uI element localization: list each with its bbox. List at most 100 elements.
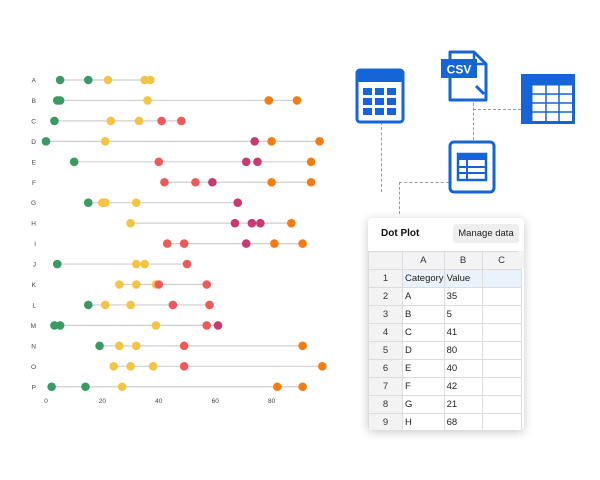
row-header[interactable]: 3: [368, 305, 403, 324]
scrollbar[interactable]: [518, 251, 524, 269]
data-point: [241, 239, 251, 248]
row-header[interactable]: 7: [368, 377, 403, 396]
category-label: D: [31, 139, 36, 146]
x-tick-label: 60: [212, 398, 220, 405]
data-point: [230, 218, 240, 228]
category-label: G: [31, 200, 36, 207]
data-point: [143, 96, 152, 105]
row-header[interactable]: 1: [368, 269, 403, 288]
grid-cell[interactable]: G: [402, 395, 445, 414]
row-header[interactable]: 5: [368, 341, 403, 360]
grid-cell[interactable]: 42: [443, 377, 483, 396]
grid-cell[interactable]: 21: [443, 395, 483, 414]
category-label: C: [31, 118, 36, 125]
grid-cell[interactable]: [481, 287, 522, 306]
grid-cell[interactable]: C: [402, 323, 445, 342]
grid-cell[interactable]: H: [402, 413, 445, 430]
grid-cell[interactable]: F: [402, 377, 445, 396]
data-point: [179, 341, 189, 351]
connector-line: [473, 98, 474, 140]
data-point: [315, 137, 324, 146]
grid-cell[interactable]: [481, 413, 522, 430]
grid-cell[interactable]: [481, 341, 522, 360]
connector-line: [381, 122, 382, 192]
category-label: I: [34, 241, 36, 248]
data-point: [146, 75, 155, 85]
table-grid-icon: [521, 74, 575, 124]
data-point: [208, 177, 217, 187]
grid-cell[interactable]: Category: [402, 269, 445, 288]
grid-cell[interactable]: 5: [443, 305, 483, 324]
connector-line: [473, 109, 521, 110]
column-header-row: A B C: [368, 251, 522, 270]
table-row: 5 D 80: [368, 341, 522, 360]
data-point: [253, 157, 262, 167]
data-point: [131, 280, 141, 289]
csv-label: CSV: [447, 63, 472, 77]
grid-cell[interactable]: [481, 377, 522, 396]
grid-cell[interactable]: Value: [443, 269, 483, 288]
data-point: [202, 321, 212, 330]
grid-cell[interactable]: 35: [443, 287, 483, 306]
row-header[interactable]: 6: [368, 359, 403, 378]
column-header[interactable]: C: [481, 251, 522, 270]
data-point: [179, 362, 189, 371]
document-icon: [448, 140, 496, 194]
column-header[interactable]: A: [402, 251, 445, 270]
grid-cell[interactable]: [481, 359, 522, 378]
data-point: [202, 280, 212, 289]
grid-cell[interactable]: 80: [443, 341, 483, 360]
grid-cell[interactable]: [481, 395, 522, 414]
data-point: [160, 177, 169, 187]
data-point: [69, 157, 79, 167]
data-point: [84, 300, 93, 310]
grid-cell[interactable]: E: [402, 359, 445, 378]
category-label: O: [31, 364, 36, 371]
grid-cell[interactable]: [481, 305, 522, 324]
data-point: [117, 382, 127, 392]
data-point: [182, 259, 192, 269]
data-point: [191, 177, 200, 187]
data-point: [115, 280, 124, 289]
data-point: [55, 321, 65, 330]
data-point: [306, 177, 316, 187]
column-header[interactable]: B: [443, 251, 483, 270]
row-header[interactable]: 4: [368, 323, 403, 342]
table-row: 7 F 42: [368, 377, 522, 396]
corner-cell[interactable]: [368, 251, 403, 270]
row-header[interactable]: 8: [368, 395, 403, 414]
category-label: F: [32, 180, 36, 187]
data-point: [318, 362, 327, 371]
data-point: [298, 341, 307, 351]
data-point: [264, 96, 274, 105]
grid-cell[interactable]: [481, 323, 522, 342]
category-label: B: [32, 98, 36, 105]
grid-cell[interactable]: 68: [443, 413, 483, 430]
grid-cell[interactable]: D: [402, 341, 445, 360]
table-row: 4 C 41: [368, 323, 522, 342]
category-label: E: [32, 159, 37, 166]
grid-cell[interactable]: 41: [443, 323, 483, 342]
data-point: [131, 259, 141, 269]
grid-cell[interactable]: B: [402, 305, 445, 324]
row-header[interactable]: 2: [368, 287, 403, 306]
data-point: [126, 362, 135, 371]
data-point: [81, 382, 90, 392]
data-point: [177, 116, 186, 126]
data-point: [100, 137, 110, 146]
manage-data-button[interactable]: Manage data: [453, 224, 519, 243]
grid-cell[interactable]: [481, 269, 522, 288]
category-label: A: [32, 78, 37, 85]
data-point: [151, 321, 161, 330]
data-point: [109, 362, 118, 371]
table-row: 3 B 5: [368, 305, 522, 324]
grid-cell[interactable]: A: [402, 287, 445, 306]
row-header[interactable]: 9: [368, 413, 403, 430]
data-point: [306, 157, 316, 167]
data-point: [140, 259, 149, 269]
grid-cell[interactable]: 40: [443, 359, 483, 378]
x-tick-label: 0: [44, 398, 48, 405]
category-label: M: [31, 323, 36, 330]
table-row: 6 E 40: [368, 359, 522, 378]
